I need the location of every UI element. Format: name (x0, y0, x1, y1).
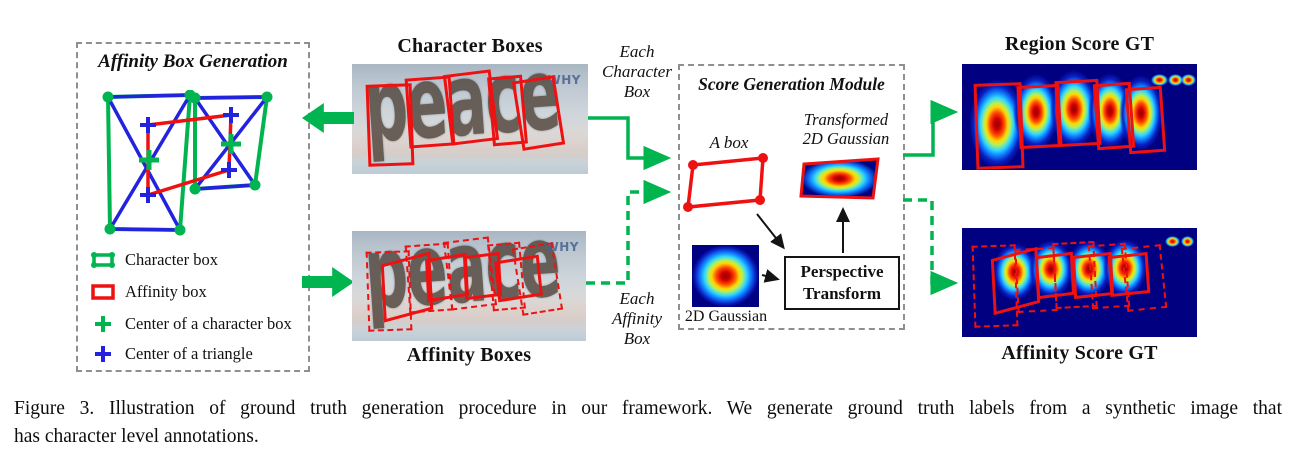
why-watermark: WHY (547, 73, 581, 87)
affinity-box (494, 254, 543, 303)
gaussian-blob-small (1165, 236, 1180, 247)
affinity-boxes-image: peace WHY (352, 231, 586, 341)
legend-label: Character box (125, 250, 218, 269)
affinity-box-generation-title: Affinity Box Generation (98, 51, 288, 72)
legend-item-affinity-box: Affinity box (90, 282, 207, 302)
legend-label: Center of a triangle (125, 344, 253, 363)
2d-gaussian-image (692, 245, 759, 307)
a-box-shape (683, 153, 768, 212)
caption-line-1: Figure 3. Illustration of ground truth g… (14, 398, 1282, 419)
gaussian-blob (1119, 75, 1163, 151)
region-character-box (1124, 85, 1167, 155)
a-box-label: A box (709, 133, 749, 152)
gaussian-blob-small (1181, 236, 1194, 247)
legend-item-character-box: Character box (90, 250, 218, 270)
character-boxes-image: peace WHY (352, 64, 588, 174)
affinity-boxes-title: Affinity Boxes (406, 344, 532, 366)
figure-caption: Figure 3. Illustration of ground truth g… (14, 395, 1282, 451)
why-watermark: WHY (545, 240, 579, 254)
perspective-transform-box: Perspective Transform (784, 256, 900, 310)
gaussian-blob (1029, 240, 1073, 298)
gaussian-blob-small (1151, 74, 1168, 86)
character-box-corner-dots (102, 90, 273, 236)
character-boxes-title: Character Boxes (397, 35, 543, 57)
gaussian-blob-small (1181, 74, 1196, 86)
triangle-center-crosses (140, 107, 239, 203)
gaussian-blob-small (1168, 74, 1183, 86)
legend-item-character-center: Center of a character box (90, 314, 292, 334)
affinity-box-solid (1107, 251, 1151, 298)
green-cross-icon (95, 316, 111, 332)
affinity-box-icon (91, 284, 115, 300)
legend-item-triangle-center: Center of a triangle (90, 344, 253, 364)
each-affinity-box-label: Each Affinity Box (611, 289, 663, 348)
affinity-graph-diagram (102, 90, 273, 236)
blue-cross-icon (95, 346, 111, 362)
affinity-score-gt-image (962, 228, 1197, 337)
legend-label: Center of a character box (125, 314, 292, 333)
2d-gaussian-label: 2D Gaussian (684, 308, 768, 325)
affinity-score-gt-title: Affinity Score GT (1001, 342, 1158, 364)
gaussian-blob (1103, 239, 1147, 297)
affinity-box-generation-panel: Affinity Box Generation (76, 42, 310, 372)
character-box-icon (91, 252, 115, 268)
caption-line-2: has character level annotations. (14, 426, 259, 447)
transformed-gaussian-shape (799, 157, 880, 200)
region-score-gt-title: Region Score GT (1004, 33, 1155, 55)
score-generation-module-title: Score Generation Module (698, 74, 885, 94)
legend-label: Affinity box (125, 282, 207, 301)
region-score-gt-image (962, 64, 1197, 170)
each-character-box-label: Each Character Box (602, 42, 672, 101)
affinity-box-solid (1034, 251, 1076, 300)
transformed-gaussian-label: Transformed 2D Gaussian (802, 110, 890, 148)
character-center-crosses (139, 134, 241, 170)
